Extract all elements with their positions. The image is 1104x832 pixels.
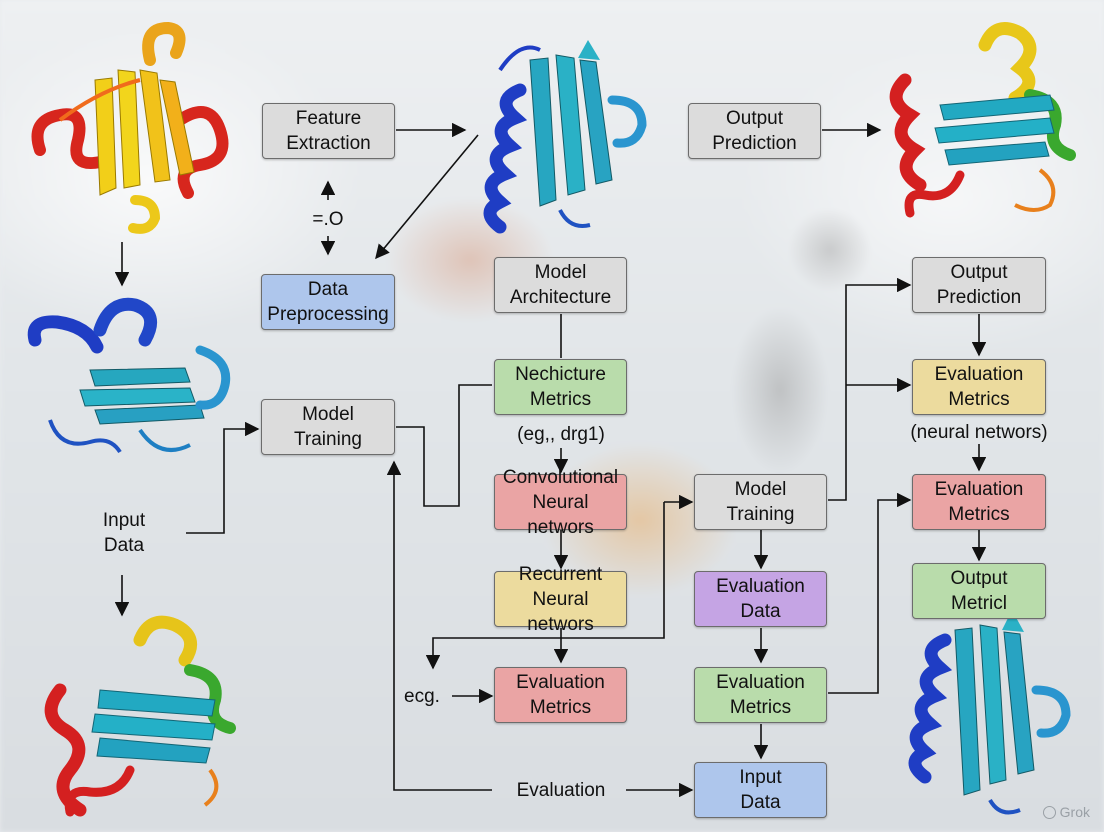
input-data-label: Input Data [102, 510, 146, 556]
protein-structure-icon [483, 40, 647, 234]
output-prediction-right-box: Output Prediction [912, 257, 1046, 313]
arrow-icon [186, 421, 260, 534]
watermark-text: Grok [1059, 804, 1090, 820]
evaluation-metrics-green-box: Evaluation Metrics [694, 667, 827, 723]
eq-o-label: =.O [312, 209, 344, 230]
evaluation-metrics-yellow-box: Evaluation Metrics [912, 359, 1046, 415]
arrow-icon [386, 460, 492, 791]
feature-extraction-box: Feature Extraction [262, 103, 395, 159]
arrow-icon [828, 277, 912, 501]
input-data-bottom-box: Input Data [694, 762, 827, 818]
arrow-icon [828, 492, 912, 694]
neural-networs-label: (neural networs) [910, 422, 1048, 443]
output-prediction-top-box: Output Prediction [688, 103, 821, 159]
evaluation-metrics-red-center-box: Evaluation Metrics [494, 667, 627, 723]
model-architecture-box: Model Architecture [494, 257, 627, 313]
protein-structure-icon [889, 22, 1076, 218]
grok-logo-icon [1042, 805, 1056, 819]
eg-drg-label: (eg,, drg1) [517, 424, 605, 445]
evaluation-data-box: Evaluation Data [694, 571, 827, 627]
protein-structure-icon [44, 615, 236, 817]
nechicture-metrics-box: Nechicture Metrics [494, 359, 627, 415]
output-metricl-box: Output Metricl [912, 563, 1046, 619]
protein-structure-icon [908, 610, 1071, 815]
model-training-center-box: Model Training [694, 474, 827, 530]
protein-structure-icon [31, 21, 229, 234]
ecg-label: ecg. [404, 686, 440, 707]
convolutional-neural-networks-box: Convolutional Neural networs [494, 467, 627, 538]
arrow-icon [425, 502, 665, 670]
arrow-icon [375, 134, 479, 260]
grok-watermark: Grok [1042, 804, 1090, 820]
protein-structure-icon [27, 297, 231, 454]
evaluation-label: Evaluation [516, 780, 606, 801]
model-training-left-box: Model Training [261, 399, 395, 455]
recurrent-neural-networks-box: Recurrent Neural networs [494, 564, 627, 635]
data-preprocessing-box: Data Preprocessing [261, 274, 395, 330]
evaluation-metrics-red-right-box: Evaluation Metrics [912, 474, 1046, 530]
